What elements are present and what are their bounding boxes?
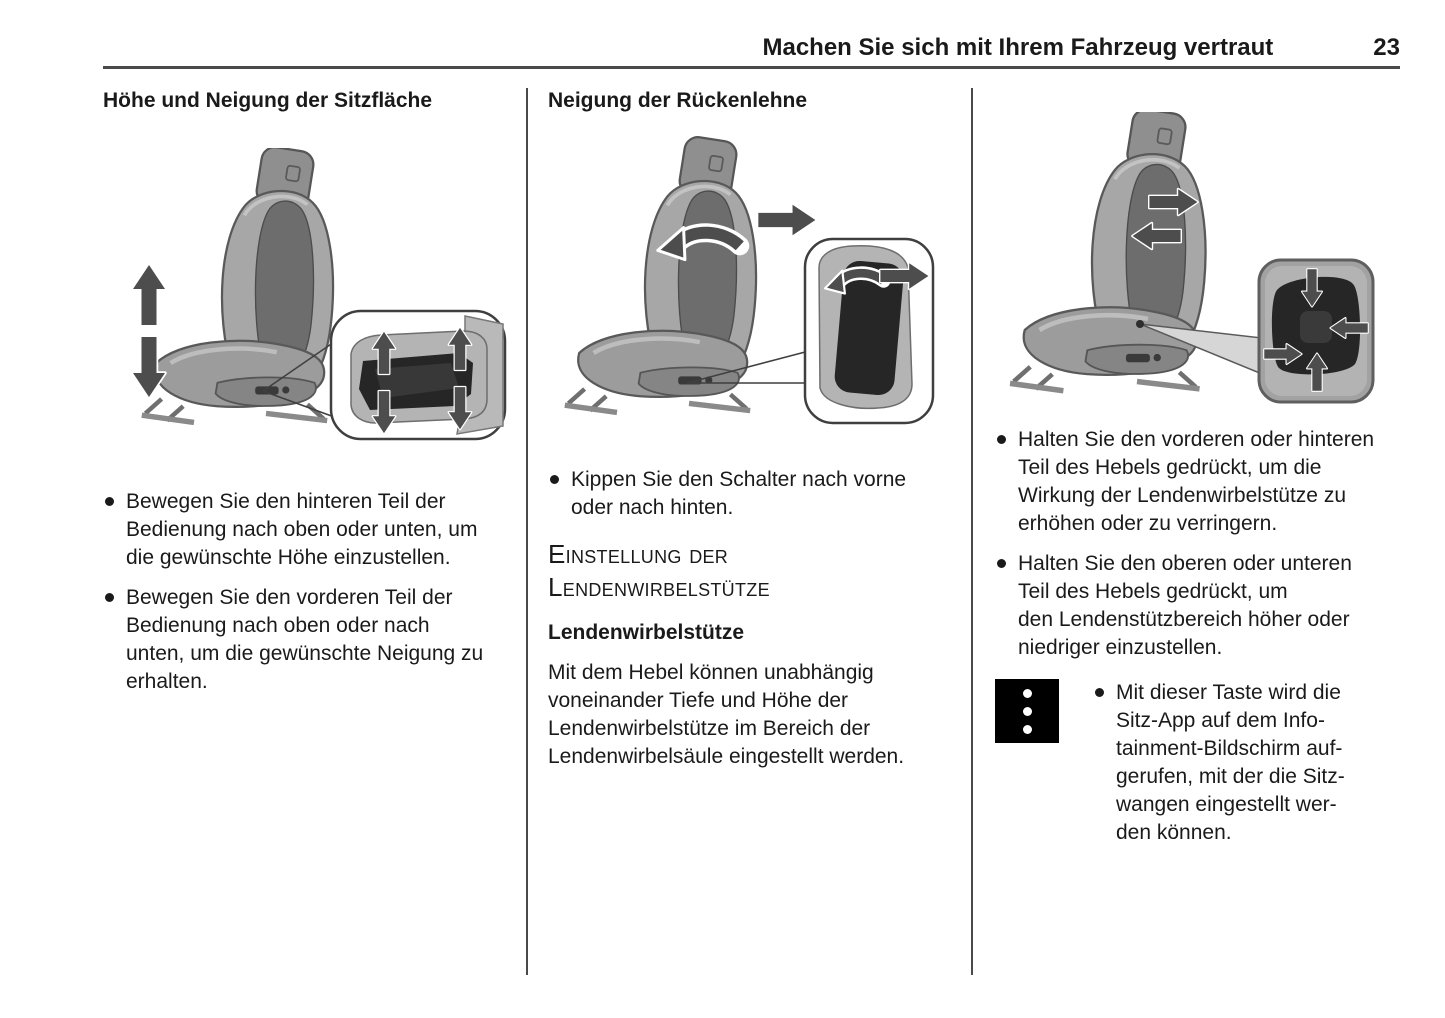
up-arrow-icon — [131, 263, 167, 327]
list-item: Bewegen Sie den vorderen Teil der Bedien… — [103, 584, 505, 696]
seat-app-button-icon — [995, 679, 1059, 743]
page-header: Machen Sie sich mit Ihrem Fahrzeug vertr… — [103, 34, 1400, 62]
list-item: Halten Sie den oberen oder unteren Teil … — [995, 550, 1397, 662]
seat-switch-facet — [375, 363, 459, 398]
figure-lumbar-support — [999, 112, 1397, 412]
right-arrow-icon — [756, 203, 818, 237]
list-item: Halten Sie den vorderen oder hinteren Te… — [995, 426, 1397, 538]
seat-height-tilt-illustration — [131, 148, 507, 441]
lever-dot — [1136, 320, 1144, 328]
column-heading: Neigung der Rückenlehne — [548, 89, 808, 112]
dot — [1022, 688, 1032, 698]
callout-leader-line — [262, 339, 338, 392]
dot — [1022, 706, 1032, 716]
figure-backrest-tilt — [552, 136, 948, 436]
column-backrest-tilt: Neigung der Rückenlehne Kippen Sie den S… — [548, 88, 948, 771]
list-item: Mit dieser Taste wird die Sitz-App auf d… — [1093, 679, 1397, 847]
column-seat-height: Höhe und Neigung der Sitzfläche Bewegen … — [103, 88, 507, 696]
list-item: Bewegen Sie den hinteren Teil der Bedien… — [103, 488, 505, 572]
column-divider-1 — [526, 88, 528, 975]
column-lumbar-support: Halten Sie den vorderen oder hinteren Te… — [995, 88, 1397, 847]
lumbar-pad-center — [1300, 311, 1332, 343]
seat-drawing — [142, 148, 333, 422]
lumbar-support-illustration — [999, 112, 1375, 404]
backrest-switch — [834, 260, 904, 396]
section-heading-lumbar: Einstellung der Lendenwirbelstütze — [548, 539, 770, 602]
seat-drawing — [565, 136, 756, 412]
callout-leader-line — [686, 350, 810, 384]
list-item: Kippen Sie den Schalter nach vorne oder … — [548, 466, 948, 522]
seat-drawing — [1010, 112, 1205, 391]
page-number: 23 — [1373, 34, 1400, 61]
running-title: Machen Sie sich mit Ihrem Fahrzeug vertr… — [762, 34, 1274, 61]
seat-app-row: Mit dieser Taste wird die Sitz-App auf d… — [995, 679, 1397, 847]
header-rule — [103, 66, 1400, 69]
column-divider-2 — [971, 88, 973, 975]
backrest-tilt-illustration — [552, 136, 935, 425]
column-heading: Höhe und Neigung der Sitzfläche — [103, 89, 433, 112]
lumbar-paragraph: Mit dem Hebel können unabhängig voneinan… — [548, 661, 905, 768]
sub-heading-lumbar: Lendenwirbelstütze — [548, 621, 745, 644]
dot — [1022, 724, 1032, 734]
figure-seat-height — [113, 148, 507, 448]
callout-leader-line — [262, 390, 338, 419]
